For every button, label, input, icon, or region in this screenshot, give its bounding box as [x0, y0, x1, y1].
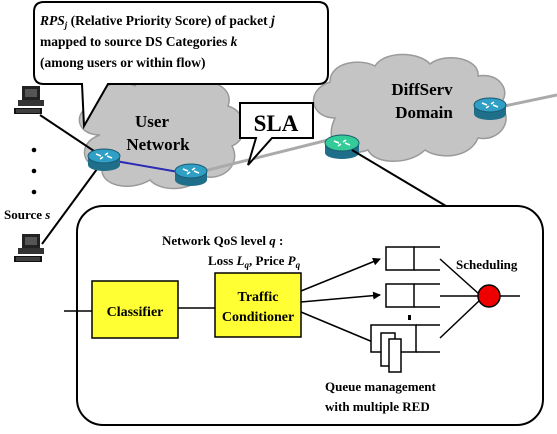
- edge-router-icon: [324, 134, 360, 159]
- traffic-conditioner-label: Conditioner: [222, 310, 294, 325]
- classifier-box: [91, 280, 179, 339]
- router-icon: [473, 97, 507, 120]
- traffic-conditioner-box: [214, 272, 302, 338]
- queue-2: [385, 283, 440, 308]
- stacked-red-queues: [370, 324, 440, 373]
- queue-1: [385, 246, 440, 271]
- diffserv-domain-label: Domain: [395, 103, 453, 122]
- source-label: Source s: [4, 207, 50, 222]
- scheduling-label: Scheduling: [456, 257, 518, 272]
- rps-callout: RPSj (Relative Priority Score) of packet…: [33, 1, 329, 130]
- queue-3-output: [439, 299, 481, 339]
- router-icon: [174, 163, 208, 186]
- computer-icon: [14, 86, 44, 114]
- rps-line2: mapped to source DS Categories k: [40, 34, 238, 49]
- queue-management-label: Queue management: [325, 379, 437, 394]
- ellipsis-dot: [31, 189, 37, 195]
- qos-level-label: Network QoS level q :: [162, 233, 283, 248]
- rps-line1: RPSj (Relative Priority Score) of packet…: [39, 13, 275, 30]
- source-top-link: [39, 114, 101, 156]
- loss-price-label: Loss Lq, Price Pq: [208, 253, 301, 270]
- arrow-to-queue-2: [300, 291, 381, 303]
- user-to-diffserv-link: [191, 135, 341, 176]
- classifier-label: Classifier: [107, 305, 164, 320]
- scheduler-node: [477, 284, 501, 308]
- rps-line3: (among users or within flow): [40, 55, 206, 70]
- edge-router-zoom-line: [351, 149, 457, 213]
- ellipsis-dot: [31, 147, 37, 153]
- user-network-label: Network: [126, 135, 190, 154]
- user-network-label: User: [135, 112, 169, 131]
- computer-icon: [14, 234, 44, 262]
- queue-separator-dot: [408, 315, 411, 320]
- ellipsis-dot: [31, 168, 37, 174]
- router-icon: [87, 148, 121, 171]
- queue-management-label: with multiple RED: [325, 399, 430, 414]
- traffic-conditioner-label: Traffic: [238, 290, 279, 305]
- arrow-to-queue-3: [300, 311, 381, 346]
- diffserv-domain-label: DiffServ: [391, 80, 453, 99]
- sla-label: SLA: [254, 111, 299, 136]
- diffserv-domain-cloud: [312, 53, 507, 162]
- source-bottom-link: [41, 164, 101, 245]
- queue-1-output: [439, 258, 480, 295]
- sla-callout: SLA: [239, 102, 314, 166]
- arrow-to-queue-1: [300, 257, 381, 292]
